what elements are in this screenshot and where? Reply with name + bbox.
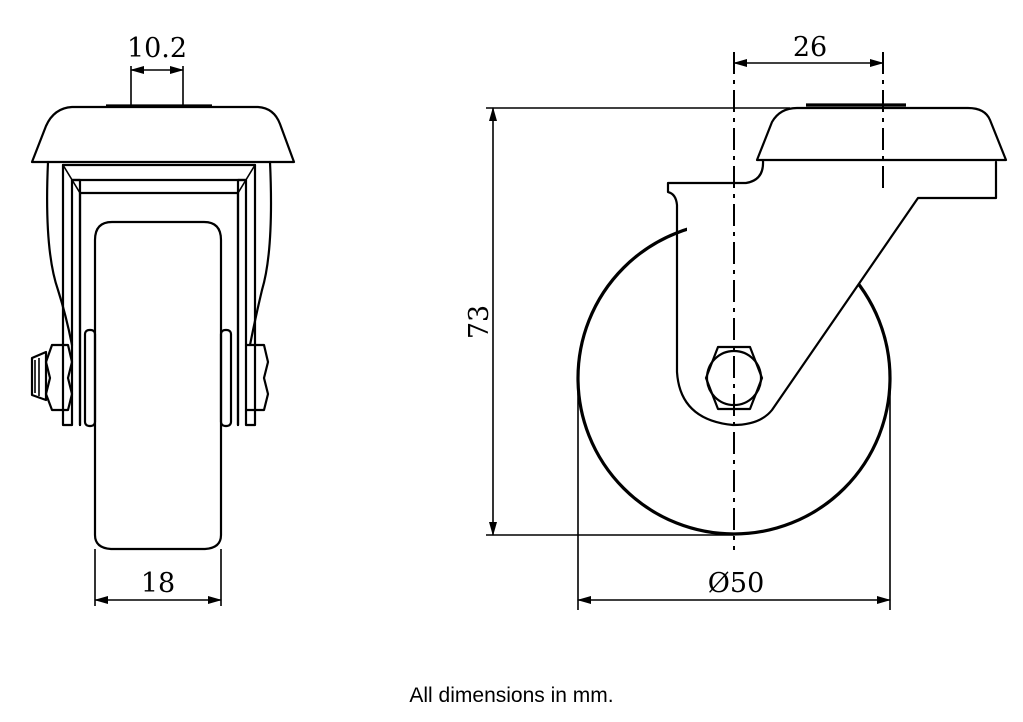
top-plate — [30, 105, 296, 164]
front-view: 10.2 18 — [30, 33, 296, 606]
dim-overall-height: 73 — [464, 305, 495, 339]
side-view: 26 73 Ø50 — [464, 32, 1008, 610]
dim-offset: 26 — [793, 32, 827, 63]
dim-wheel-diameter: Ø50 — [708, 568, 765, 599]
axle-nut-left — [44, 343, 74, 412]
top-plate-side — [755, 106, 1008, 162]
dim-wheel-width: 18 — [141, 568, 175, 599]
units-note: All dimensions in mm. — [409, 684, 614, 707]
wheel-front — [93, 220, 223, 551]
dim-bolt-hole: 10.2 — [127, 33, 187, 64]
